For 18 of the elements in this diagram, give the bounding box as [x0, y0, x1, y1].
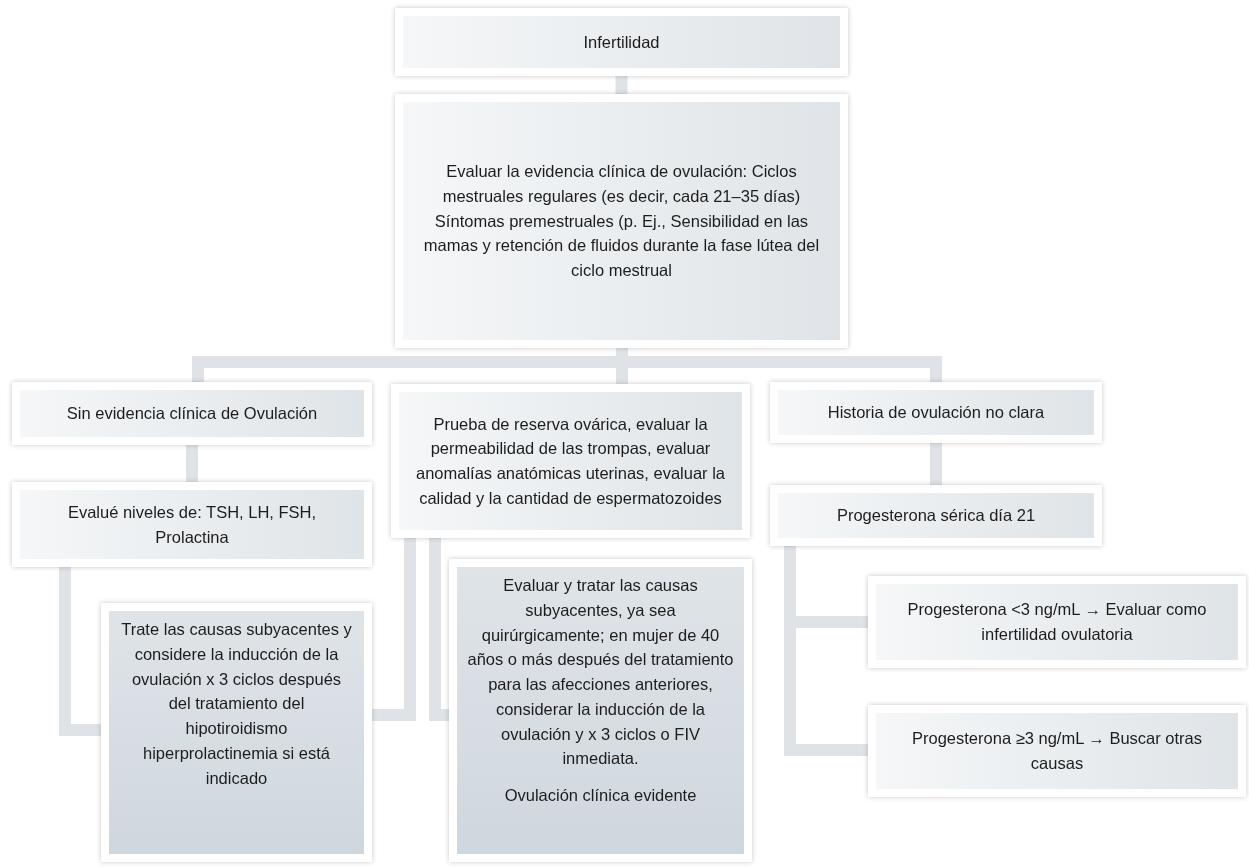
connector	[372, 538, 416, 721]
connector	[429, 538, 449, 721]
connector	[186, 445, 198, 482]
box-text: Prueba de reserva ovárica, evaluar la permeabilidad de las trompas, evaluar anomalías anatómicas uterinas, evaluar la calidad y la cantidad de espermatozoides	[414, 413, 727, 509]
connector	[930, 443, 942, 485]
box-text: Evaluar y tratar las causas subyacentes, ya sea quirúrgicamente; en mujer de 40 años o más después del tratamiento para las afecciones anteriores, considerar la inducción de la ovulación y x 3 ciclos o FIV inmediata.	[467, 575, 734, 770]
box-text: Progesterona <3 ng/mL → Evaluar como infertilidad ovulatoria	[906, 599, 1208, 645]
box-text: Progesterona sérica día 21	[836, 505, 1036, 527]
connector	[59, 567, 101, 736]
box-text: Trate las causas subyacentes y considere la inducción de la ovulación x 3 ciclos después del tratamiento del hipotiroidismo hiperprolactinemia si está indicado	[120, 619, 353, 789]
box-text: Sin evidencia clínica de Ovulación	[66, 403, 318, 425]
box-text: Historia de ovulación no clara	[827, 402, 1045, 424]
connector	[615, 76, 628, 94]
box-text: Evalué niveles de: TSH, LH, FSH, Prolactina	[66, 501, 318, 548]
box-text: Ovulación clínica evidente	[504, 785, 697, 806]
box-text: Evaluar la evidencia clínica de ovulación: Ciclos mestruales regulares (es decir, cada 21–35 días) Síntomas premestruales (p. Ej., Sensibilidad en las mamas y retención de fluidos durante la fase lútea del ciclo mestrual	[422, 161, 821, 282]
box-text: Infertilidad	[583, 31, 660, 53]
box-text: Progesterona ≥3 ng/mL → Buscar otras causas	[911, 728, 1203, 774]
